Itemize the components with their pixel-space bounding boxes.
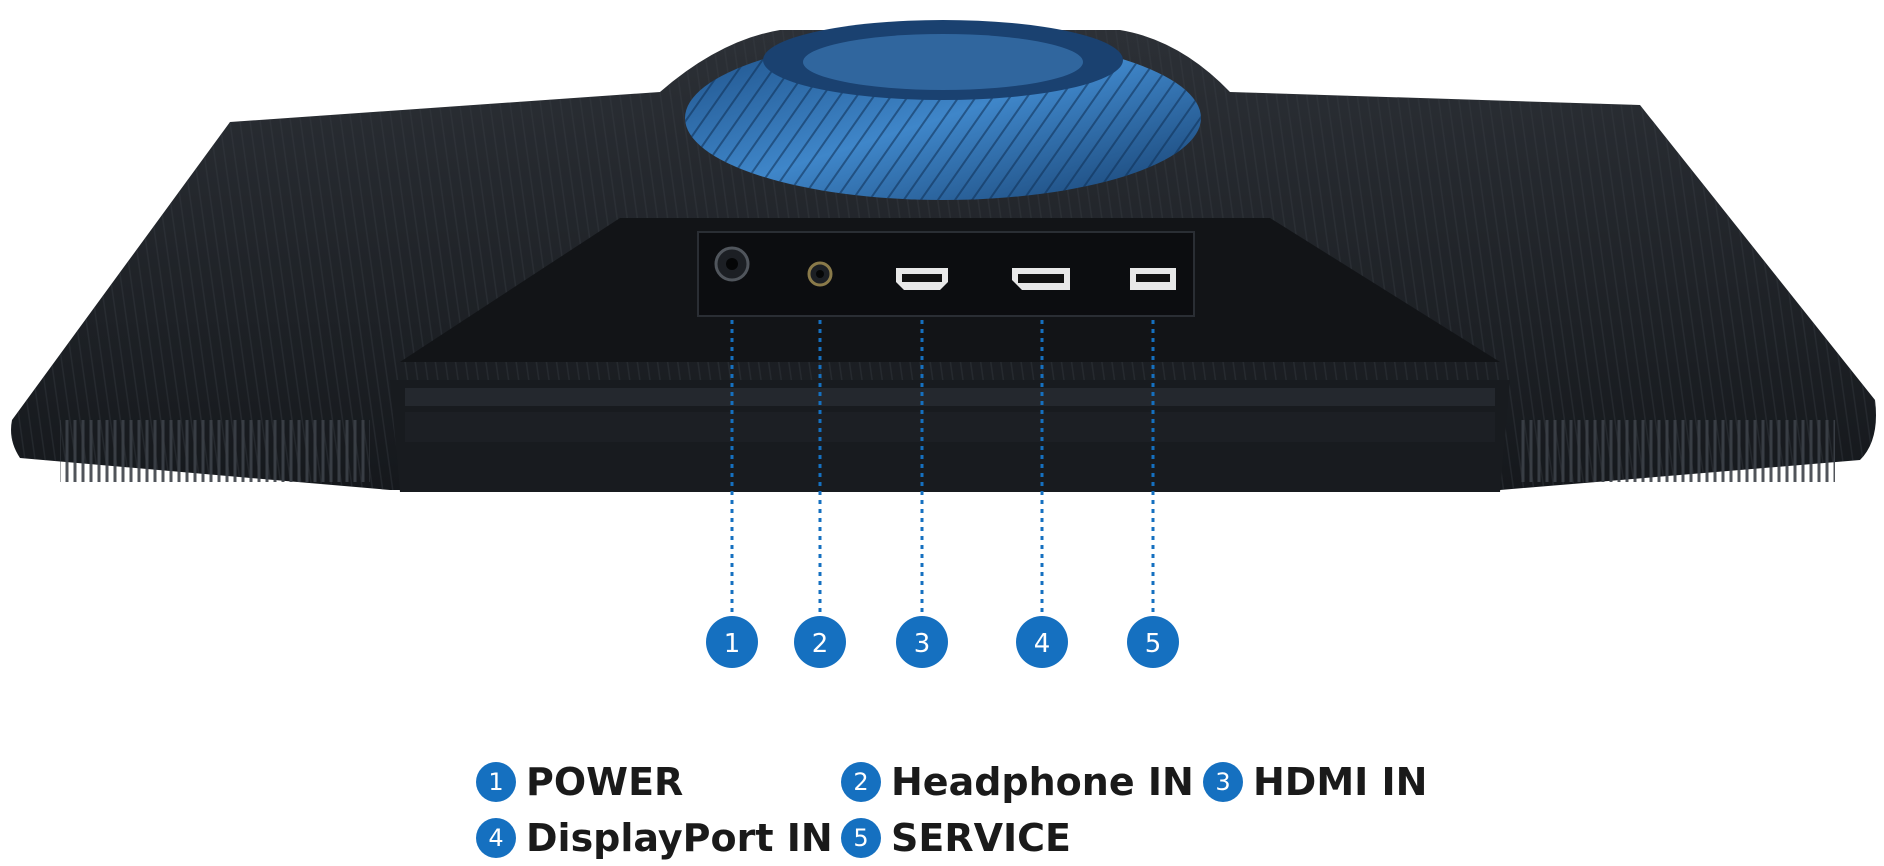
- legend-label-headphone: Headphone IN: [891, 760, 1194, 804]
- legend-label-power: POWER: [526, 760, 684, 804]
- monitor-body: [11, 30, 1876, 492]
- displayport-port: [1012, 268, 1070, 290]
- legend-number-3: 3: [1203, 762, 1243, 802]
- svg-text:2: 2: [812, 629, 829, 659]
- legend-number-4: 4: [476, 818, 516, 858]
- badge-2: 2: [794, 616, 846, 668]
- service-port: [1130, 268, 1176, 290]
- legend-number-2: 2: [841, 762, 881, 802]
- power-port: [714, 246, 750, 282]
- legend-item-displayport: 4 DisplayPort IN: [476, 816, 833, 860]
- headphone-port: [807, 261, 833, 287]
- svg-text:4: 4: [1034, 629, 1051, 659]
- legend-item-hdmi: 3 HDMI IN: [1203, 760, 1427, 804]
- legend-label-displayport: DisplayPort IN: [526, 816, 833, 860]
- stand-ring: [685, 20, 1201, 200]
- badge-5: 5: [1127, 616, 1179, 668]
- leader-lines: [730, 320, 1155, 612]
- hdmi-port: [896, 268, 948, 290]
- svg-text:1: 1: [724, 629, 741, 659]
- badge-1: 1: [706, 616, 758, 668]
- badge-3: 3: [896, 616, 948, 668]
- svg-text:3: 3: [914, 629, 931, 659]
- legend-label-hdmi: HDMI IN: [1253, 760, 1428, 804]
- svg-text:5: 5: [1145, 629, 1162, 659]
- port-badges: 1 2 3 4 5: [706, 616, 1179, 668]
- legend-item-power: 1 POWER: [476, 760, 683, 804]
- badge-4: 4: [1016, 616, 1068, 668]
- legend-number-5: 5: [841, 818, 881, 858]
- legend-item-headphone: 2 Headphone IN: [841, 760, 1194, 804]
- legend-number-1: 1: [476, 762, 516, 802]
- legend-label-service: SERVICE: [891, 816, 1071, 860]
- legend-item-service: 5 SERVICE: [841, 816, 1071, 860]
